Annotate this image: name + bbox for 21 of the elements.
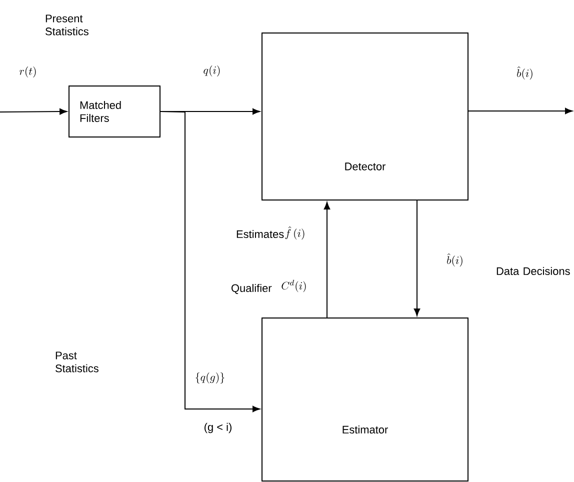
edge-label: $\hat{b}(i)$: [446, 252, 464, 268]
arrow: [0, 108, 68, 115]
arrow: [324, 202, 330, 318]
edge-label: $\hat{b}(i)$: [516, 65, 534, 81]
edge-label: $r(t)$: [18, 66, 38, 78]
edge-label: $\{q(g)\}$: [194, 372, 226, 384]
process-box: Detector: [262, 32, 468, 200]
text-label: Qualifier: [232, 284, 272, 294]
text-label: Past Statistics: [56, 352, 98, 372]
filter-box: Matched Filters: [68, 86, 160, 138]
text-label: (g < i): [204, 422, 232, 434]
edge-label: $\hat{f}\,(i)$: [284, 225, 306, 241]
edge-label: $q(i)$: [202, 64, 222, 78]
arrow: [468, 108, 573, 114]
text-label: $C^{d}(i)$: [282, 280, 306, 292]
text-label: Present Statistics: [46, 14, 88, 36]
text-label: Data Decisions: [496, 266, 570, 276]
arrow: [160, 111, 260, 412]
text-label: Estimates: [236, 230, 284, 238]
process-box: Estimator: [262, 318, 468, 482]
arrow: [414, 200, 420, 316]
